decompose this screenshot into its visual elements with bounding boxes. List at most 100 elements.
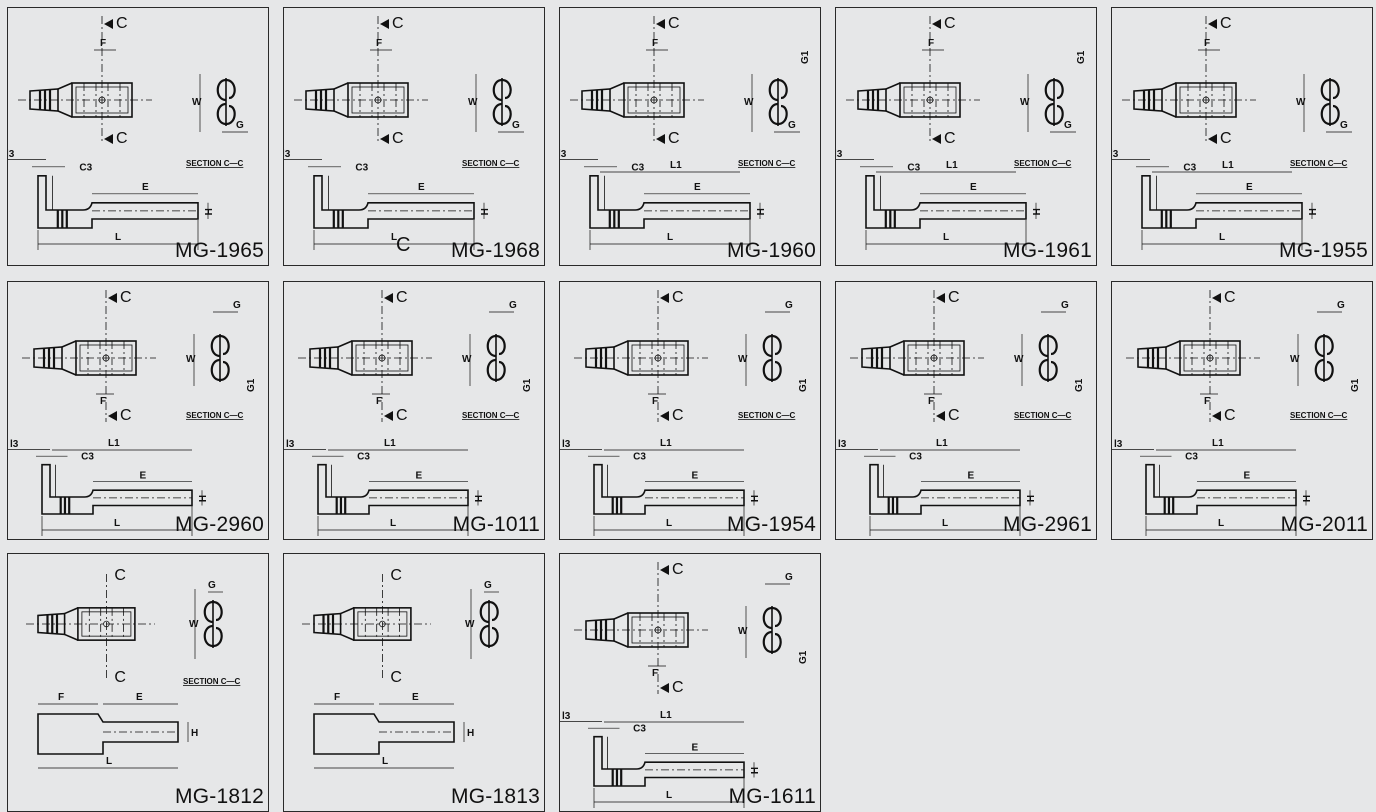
- dimension-label: F: [1204, 38, 1210, 49]
- dimension-label: C3: [907, 162, 920, 173]
- dimension-label: E: [416, 470, 423, 481]
- dimension-label: l3: [836, 149, 843, 160]
- dimension-label: L: [942, 518, 948, 529]
- dimension-label: G: [785, 300, 793, 311]
- dimension-label: W: [186, 354, 196, 365]
- dimension-label: C3: [633, 724, 646, 735]
- dimension-label: G: [788, 120, 796, 131]
- dimension-label: l3: [284, 149, 291, 160]
- dimension-label: L: [1218, 518, 1224, 529]
- dimension-label: G: [233, 300, 241, 311]
- section-label: SECTION C—C: [738, 159, 796, 168]
- dimension-label: F: [928, 396, 934, 407]
- dimension-label: C3: [355, 162, 368, 173]
- dimension-label: W: [189, 619, 199, 630]
- section-label: SECTION C—C: [1290, 159, 1348, 168]
- dimension-label: W: [1296, 97, 1306, 108]
- part-model-label: MG-1968: [451, 239, 540, 262]
- dimension-label: W: [192, 97, 202, 108]
- dimension-label: G: [512, 120, 520, 131]
- section-mark-c: C: [672, 679, 684, 696]
- dimension-label: E: [1246, 182, 1253, 193]
- dimension-label: H: [191, 728, 198, 739]
- dimension-label: F: [928, 38, 934, 49]
- dimension-label: L: [666, 790, 672, 801]
- section-mark-c: C: [672, 407, 684, 424]
- dimension-label: l3: [8, 149, 15, 160]
- dimension-label: H: [750, 495, 761, 502]
- dimension-label: E: [970, 182, 977, 193]
- dimension-label: G: [1064, 120, 1072, 131]
- dimension-label: G1: [1350, 378, 1361, 392]
- dimension-label: l3: [560, 149, 567, 160]
- dimension-label: E: [692, 742, 699, 753]
- section-mark-c: C: [668, 130, 680, 147]
- part-model-label: MG-1955: [1279, 239, 1368, 262]
- dimension-label: G1: [1076, 50, 1087, 64]
- dimension-label: E: [136, 692, 143, 703]
- dimension-label: G: [1340, 120, 1348, 131]
- dimension-label: E: [418, 182, 425, 193]
- dimension-label: H: [1302, 495, 1313, 502]
- section-mark-c: C: [390, 669, 402, 686]
- dimension-label: l3: [562, 711, 571, 722]
- dimension-label: W: [465, 619, 475, 630]
- dimension-label: W: [468, 97, 478, 108]
- section-mark-c: C: [668, 15, 680, 32]
- dimension-label: C3: [81, 452, 94, 463]
- section-mark-c: C: [392, 15, 404, 32]
- dimension-label: E: [412, 692, 419, 703]
- dimension-label: H: [204, 208, 215, 215]
- section-mark-c: C: [116, 130, 128, 147]
- dimension-label: C3: [357, 452, 370, 463]
- dimension-label: F: [100, 38, 106, 49]
- dimension-label: H: [756, 208, 767, 215]
- section-mark-c: C: [114, 567, 126, 584]
- section-mark-c: C: [1220, 15, 1232, 32]
- dimension-label: L1: [1212, 438, 1224, 449]
- section-mark-c: C: [672, 561, 684, 578]
- part-model-label: MG-1812: [175, 785, 264, 808]
- section-mark-c: C: [396, 407, 408, 424]
- section-mark-c: C: [948, 407, 960, 424]
- dimension-label: L: [666, 518, 672, 529]
- section-mark-c: C: [944, 130, 956, 147]
- dimension-label: l3: [1112, 149, 1119, 160]
- dimension-label: G: [208, 580, 216, 591]
- section-mark-c: C: [1220, 130, 1232, 147]
- dimension-label: G: [509, 300, 517, 311]
- dimension-label: G: [484, 580, 492, 591]
- part-model-label: MG-2011: [1280, 513, 1368, 536]
- dimension-label: C3: [1183, 162, 1196, 173]
- section-mark-c: C: [390, 567, 402, 584]
- dimension-label: H: [1026, 495, 1037, 502]
- dimension-label: L1: [660, 710, 672, 721]
- dimension-label: L: [391, 232, 397, 243]
- dimension-label: H: [474, 495, 485, 502]
- part-model-label: MG-2960: [175, 513, 264, 536]
- section-mark-c: C: [120, 407, 132, 424]
- dimension-label: L1: [660, 438, 672, 449]
- part-model-label: MG-1011: [452, 513, 540, 536]
- dimension-label: G1: [798, 650, 809, 664]
- dimension-label: G1: [246, 378, 257, 392]
